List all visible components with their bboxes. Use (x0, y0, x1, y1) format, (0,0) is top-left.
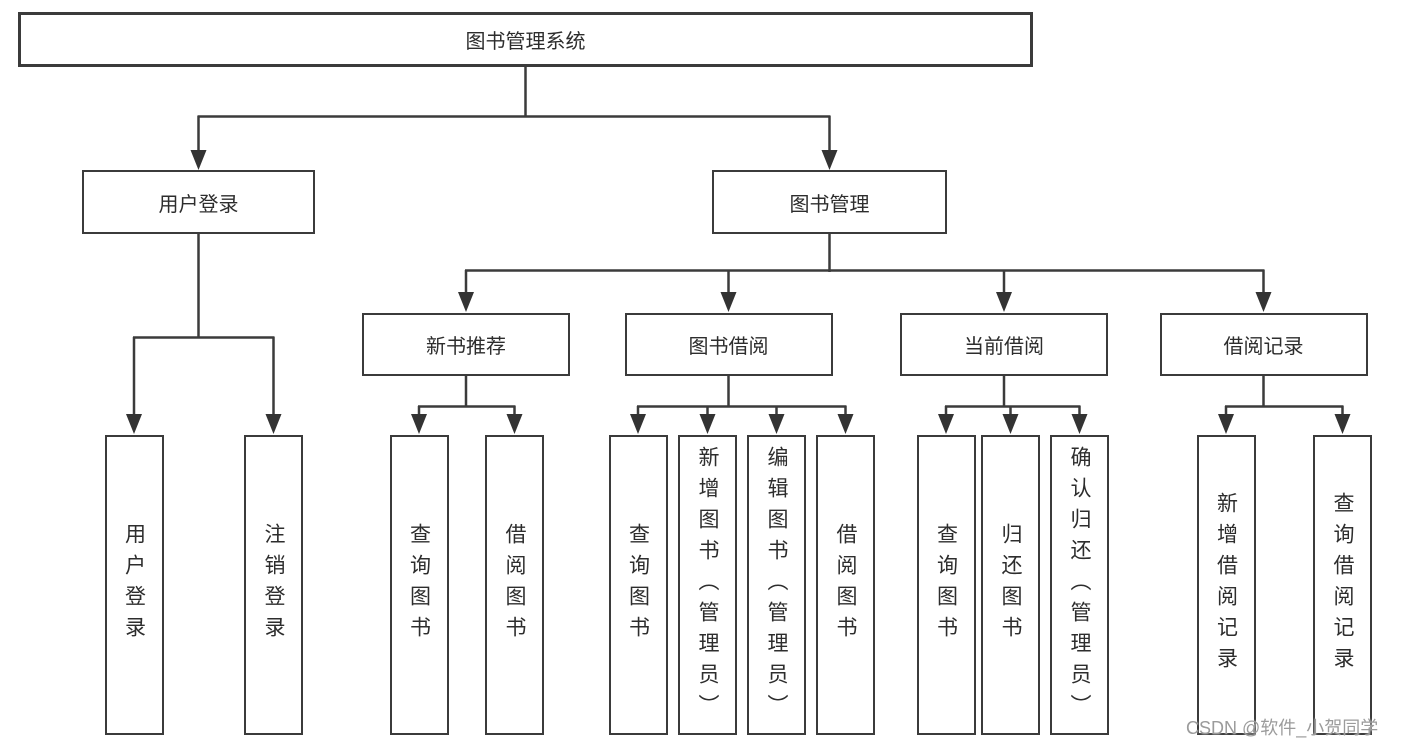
leaf-borrow-books-2: 借阅图书 (816, 435, 875, 735)
leaf-user-login: 用户登录 (104, 435, 164, 735)
leaf-add-books-admin: 新增图书（管理员） (678, 435, 737, 735)
watermark: CSDN @软件_小贺同学 (1186, 718, 1379, 738)
leaf-search-books-1: 查询图书 (389, 435, 449, 735)
node-root: 图书管理系统 (18, 12, 1033, 67)
node-book-borrowing: 图书借阅 (624, 313, 833, 376)
leaf-logout: 注销登录 (244, 435, 303, 735)
node-book-management: 图书管理 (712, 170, 947, 234)
leaf-return-books: 归还图书 (981, 435, 1040, 735)
node-current-borrowing: 当前借阅 (900, 313, 1108, 376)
leaf-search-borrow-record: 查询借阅记录 (1313, 435, 1372, 735)
leaf-edit-books-admin: 编辑图书（管理员） (747, 435, 806, 735)
node-borrowing-records: 借阅记录 (1159, 313, 1368, 376)
leaf-confirm-return-admin: 确认归还（管理员） (1050, 435, 1109, 735)
connector-lines (132, 66, 1344, 417)
leaf-search-books-2: 查询图书 (608, 435, 668, 735)
leaf-borrow-books-1: 借阅图书 (485, 435, 544, 735)
node-new-book-recommendation: 新书推荐 (362, 313, 570, 376)
node-user-login: 用户登录 (82, 170, 315, 234)
leaf-search-books-3: 查询图书 (916, 435, 976, 735)
leaf-add-borrow-record: 新增借阅记录 (1196, 435, 1256, 735)
